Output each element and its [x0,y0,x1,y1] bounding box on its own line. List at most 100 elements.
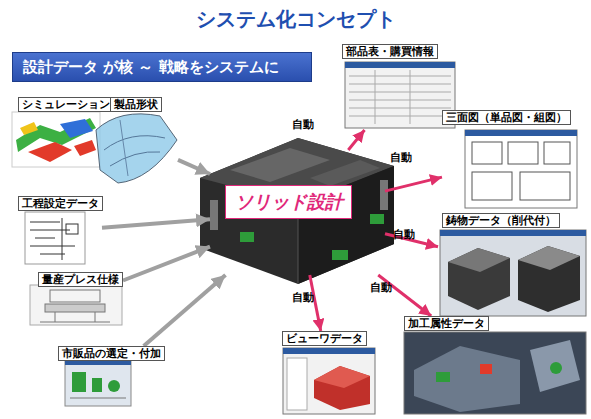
item-label: 加工属性データ [404,316,489,331]
bom-screenshot-part [349,70,451,124]
die-assembly-image-part [210,200,218,230]
auto-arrow [385,177,442,191]
drawing-screenshot-part [472,172,512,200]
viewer-screenshot-part [314,366,370,388]
input-arrow [102,219,210,227]
press-spec-image [30,285,122,325]
process-data-image-part [66,224,78,234]
drawing-screenshot-part [520,172,570,200]
process-data-image [25,212,85,264]
die-assembly-image-part [370,214,384,224]
drawing-screenshot-part [465,130,577,136]
purchased-parts-image-part [72,372,86,392]
output-box: 三面図（単品図・組図） [442,110,582,210]
press-spec-image-part [45,304,105,312]
item-label: 量産プレス仕様 [38,272,123,287]
simulation-image [12,112,100,167]
die-assembly-image-part [310,160,380,186]
bom-screenshot-part [345,62,455,128]
item-label: 市販品の選定・付加 [58,346,165,361]
drawing-screenshot-part [544,142,570,164]
input-box: 製品形状 [92,97,178,185]
core-label: ソリッド設計 [225,185,352,219]
casting-screenshot-part [448,248,510,272]
output-box: ビューワデータ [282,331,376,415]
output-box: 鋳物データ（削代付） [438,213,588,317]
casting-screenshot-part [448,248,510,310]
casting-screenshot-part [518,246,580,270]
machining-screenshot-part [530,340,580,392]
drawing-screenshot-part [465,130,577,208]
die-assembly-image [200,138,394,284]
purchased-parts-image-part [108,380,120,392]
diagram-title: システム化コンセプト [0,6,591,33]
simulation-image-part [20,122,38,135]
edge-label: 自動 [393,227,415,242]
viewer-screenshot-part [283,348,375,414]
die-assembly-image-part [200,138,394,284]
die-assembly-image-part [240,232,254,242]
input-box: シミュレーション [10,97,102,169]
machining-screenshot-part [414,346,520,412]
drawing-screenshot [465,130,577,208]
machining-screenshot [404,332,586,414]
viewer-screenshot-part [287,358,307,410]
drawing-screenshot-part [508,142,538,164]
input-box: 工程設定データ [18,196,102,266]
product-shape-image-part [110,152,160,166]
simulation-image-part [28,142,72,162]
item-label: 三面図（単品図・組図） [442,110,571,125]
product-shape-image-part [120,120,128,176]
input-arrow [178,160,210,174]
press-spec-image-part [40,312,110,322]
purchased-parts-image-part [70,398,126,399]
machining-screenshot-part [550,362,562,374]
casting-screenshot-part [518,246,580,312]
viewer-screenshot-part [283,348,375,354]
edge-label: 自動 [292,117,314,132]
machining-screenshot-part [436,372,450,382]
bom-screenshot [345,62,455,128]
banner-text: 設計データ が核 ～ 戦略をシステムに [13,53,311,81]
input-box: 市販品の選定・付加 [58,346,158,408]
simulation-image-part [74,140,96,156]
solid-design-core: ソリッド設計 [210,150,385,275]
die-assembly-image-part [298,166,394,284]
edge-label: 自動 [292,290,314,305]
bom-screenshot-part [345,62,455,68]
drawing-screenshot-part [472,142,502,164]
product-shape-image [96,114,177,183]
item-label: ビューワデータ [282,331,367,346]
item-label: 部品表・購買情報 [342,44,438,59]
input-arrow [123,247,210,281]
press-spec-image-part [30,285,122,325]
output-box: 部品表・購買情報 [342,44,457,130]
process-data-image-part [25,212,85,264]
viewer-screenshot-part [314,366,370,410]
item-label: 工程設定データ [18,196,103,211]
output-box: 加工属性データ [402,316,587,414]
item-label: 鋳物データ（削代付） [442,213,560,228]
machining-screenshot-part [404,332,586,414]
purchased-parts-image-part [65,360,131,406]
input-arrow [144,275,226,346]
purchased-parts-image-part [92,378,102,392]
product-shape-image-part [96,114,177,183]
concept-banner: 設計データ が核 ～ 戦略をシステムに [12,52,312,82]
machining-screenshot-part [480,364,492,374]
edge-label: 自動 [370,280,392,295]
item-label: シミュレーション [18,97,114,112]
die-assembly-image-part [380,180,388,210]
casting-screenshot-part [440,230,586,236]
purchased-parts-image [65,360,131,406]
product-shape-image-part [104,136,165,150]
simulation-image-part [60,119,93,138]
item-label: 製品形状 [110,97,162,112]
casting-screenshot-part [440,230,586,316]
die-assembly-image-part [332,250,348,260]
casting-screenshot [440,230,586,316]
input-box: 量産プレス仕様 [28,272,123,326]
viewer-screenshot [283,348,375,414]
simulation-image-part [12,112,100,167]
